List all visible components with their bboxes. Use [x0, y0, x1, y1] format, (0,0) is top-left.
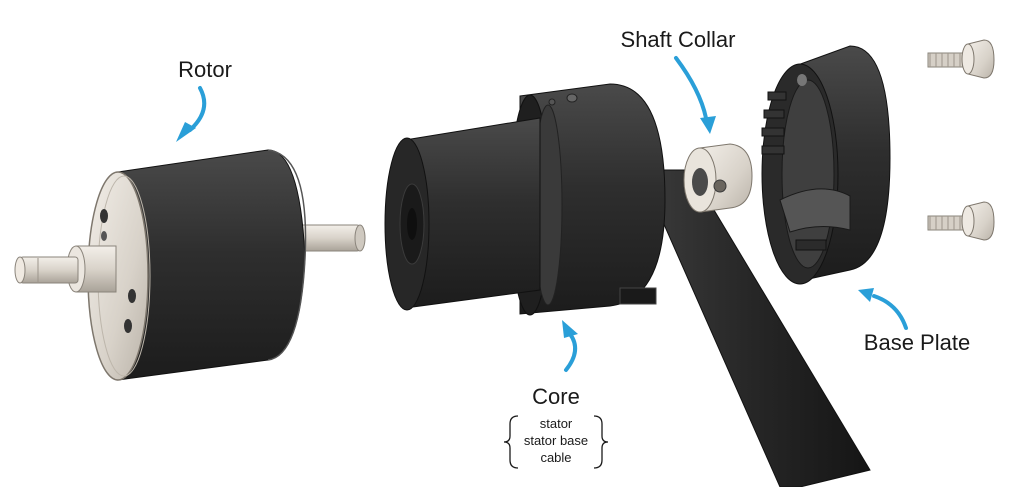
- core-parts-group: stator stator base cable: [503, 415, 609, 469]
- screw-top: [927, 39, 995, 79]
- core-part-cable: cable: [540, 450, 571, 465]
- base-plate-label: Base Plate: [864, 330, 970, 355]
- core-part-stator-base: stator base: [524, 433, 588, 448]
- core-part-stator: stator: [540, 416, 573, 431]
- rotor-right-shaft: [297, 224, 366, 252]
- rotor-front-flange: [87, 171, 151, 381]
- right-brace: [593, 415, 609, 469]
- base-plate-fins: [761, 91, 787, 155]
- core-label: Core: [532, 384, 580, 409]
- shaft-collar-arrow: [674, 56, 716, 134]
- base-plate-part: [761, 45, 891, 285]
- rotor-arrow: [176, 86, 207, 142]
- rotor-part: [14, 149, 366, 381]
- core-arrow: [562, 320, 578, 372]
- left-brace: [503, 415, 519, 469]
- screw-bottom: [927, 201, 995, 241]
- shaft-collar-part: [683, 143, 753, 213]
- rotor-hub: [14, 245, 117, 293]
- core-part: [384, 83, 666, 316]
- base-plate-arrow: [858, 288, 908, 330]
- cable: [639, 169, 871, 487]
- shaft-collar-label: Shaft Collar: [621, 27, 736, 52]
- rotor-label: Rotor: [178, 57, 232, 82]
